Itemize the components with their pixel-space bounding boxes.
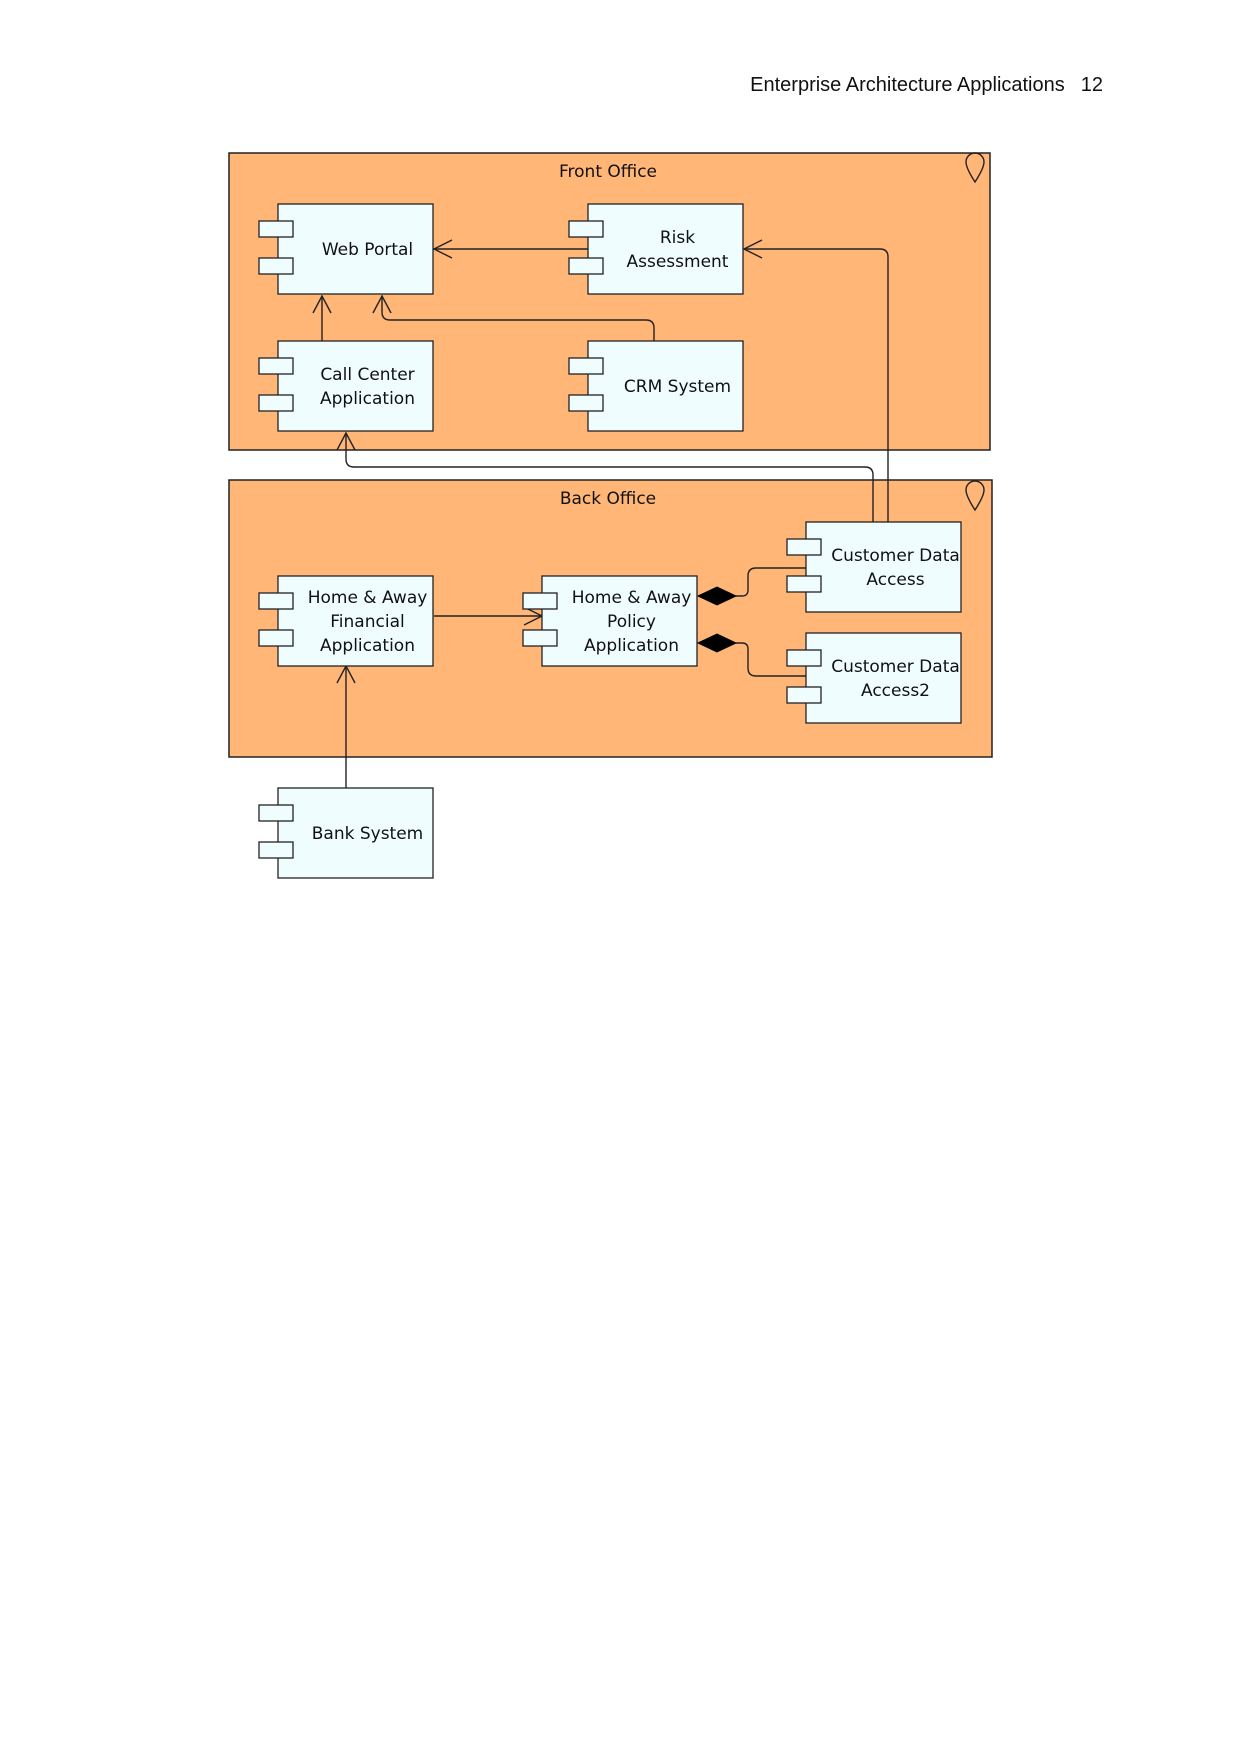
page-header: Enterprise Architecture Applications 12 [750, 74, 1103, 97]
component-bank-system: Bank System [258, 787, 434, 879]
component-label: Customer Data [831, 546, 960, 566]
component-port-icon [786, 538, 822, 556]
component-port-icon [568, 220, 604, 238]
component-port-icon [258, 592, 294, 610]
location-pin-icon [965, 152, 985, 184]
component-box [587, 340, 744, 432]
component-port-icon [786, 575, 822, 593]
arrowhead-icon [372, 294, 392, 314]
connector-policy-to-customerdata [736, 567, 806, 597]
component-box [277, 787, 434, 879]
component-box [277, 575, 434, 667]
component-label: Access2 [861, 681, 930, 701]
arrowhead-icon [742, 239, 763, 259]
connectors [312, 239, 889, 788]
component-label: Bank System [312, 824, 424, 844]
component-port-icon [568, 257, 604, 275]
composition-diamond-icon [696, 633, 738, 653]
component-port-icon [786, 649, 822, 667]
component-port-icon [258, 357, 294, 375]
component-label: Policy [607, 612, 656, 632]
composition-diamond-icon [696, 586, 738, 606]
component-port-icon [258, 257, 294, 275]
component-label: Risk [660, 228, 695, 248]
component-port-icon [258, 394, 294, 412]
component-box [541, 575, 698, 667]
arrowhead-icon [312, 294, 332, 314]
component-port-icon [522, 629, 558, 647]
component-port-icon [258, 841, 294, 859]
component-port-icon [786, 686, 822, 704]
connector-crm-to-webportal [381, 296, 655, 341]
component-label: Call Center [320, 365, 414, 385]
component-label: Web Portal [322, 240, 413, 260]
component-port-icon [258, 804, 294, 822]
component-port-icon [258, 629, 294, 647]
component-label: Application [320, 636, 415, 656]
location-pin-icon [965, 480, 985, 512]
component-web-portal: Web Portal [258, 203, 434, 295]
package-back-office-label: Back Office [560, 489, 656, 509]
component-label: Financial [330, 612, 404, 632]
connector-customerdata-to-callcenter [345, 433, 874, 522]
connector-policy-to-customerdata2 [736, 642, 806, 677]
component-label: Access [866, 570, 924, 590]
component-box [277, 340, 434, 432]
component-label: Home & Away [308, 588, 428, 608]
package-front-office-label: Front Office [559, 162, 657, 182]
component-box [277, 203, 434, 295]
component-crm-system: CRM System [568, 340, 744, 432]
component-port-icon [258, 220, 294, 238]
component-box [587, 203, 744, 295]
component-port-icon [522, 592, 558, 610]
document-title: Enterprise Architecture Applications [750, 74, 1065, 96]
connector-customerdata-to-risk [744, 248, 889, 522]
component-label: Customer Data [831, 657, 960, 677]
arrowhead-icon [336, 431, 356, 451]
page-number: 12 [1080, 74, 1103, 96]
component-label: Application [320, 389, 415, 409]
component-label: Assessment [627, 252, 729, 272]
component-port-icon [568, 394, 604, 412]
arrowhead-icon [432, 239, 453, 259]
component-port-icon [568, 357, 604, 375]
component-label: Home & Away [572, 588, 692, 608]
component-box [805, 632, 962, 724]
component-label: CRM System [624, 377, 731, 397]
component-box [805, 521, 962, 613]
component-label: Application [584, 636, 679, 656]
